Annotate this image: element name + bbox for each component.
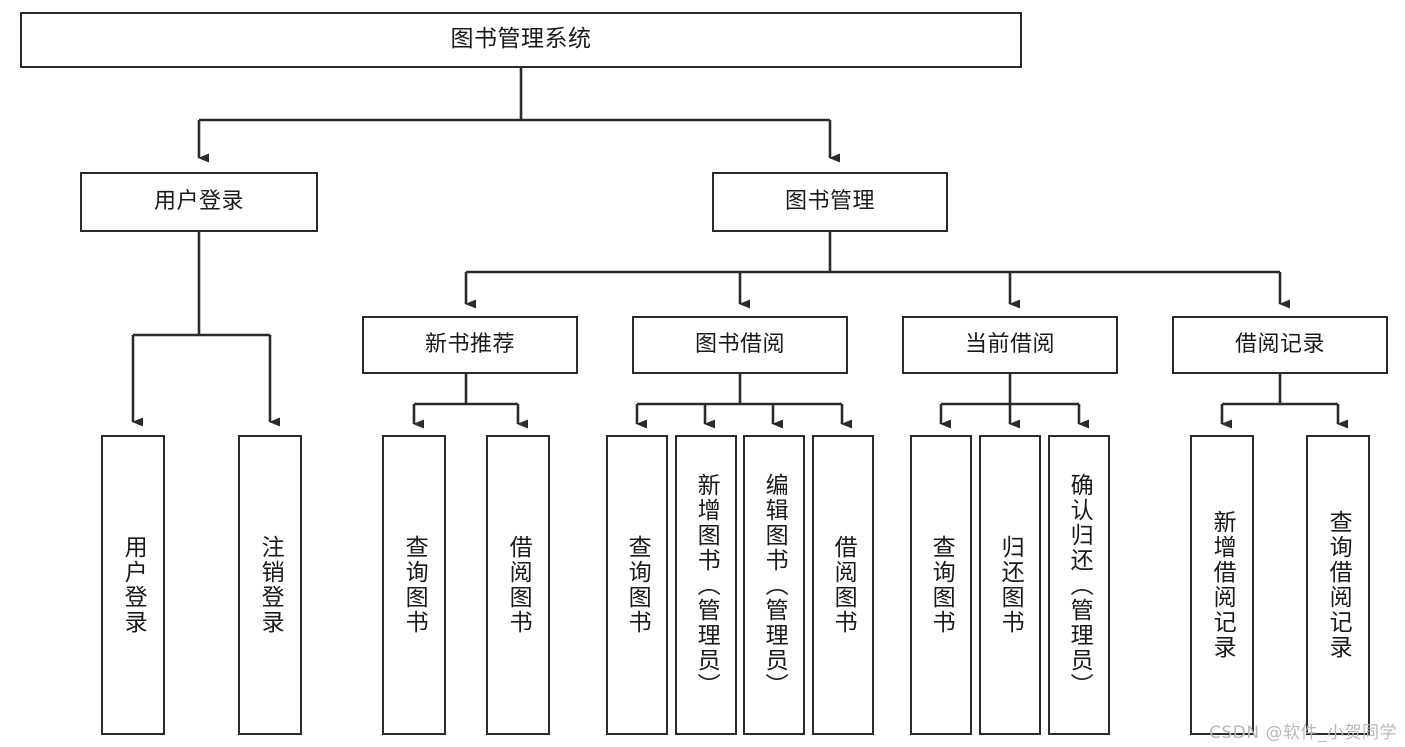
- leaf-current-borrow-2[interactable]: 确认归还（管理员）: [1048, 435, 1110, 735]
- node-label: 注销登录: [257, 535, 284, 635]
- node-book-borrow[interactable]: 图书借阅: [632, 316, 848, 374]
- node-borrow-record[interactable]: 借阅记录: [1172, 316, 1388, 374]
- leaf-user-login-0[interactable]: 用户登录: [101, 435, 165, 735]
- node-label: 查询图书: [624, 535, 651, 635]
- node-label: 查询图书: [401, 535, 428, 635]
- leaf-borrow-record-1[interactable]: 查询借阅记录: [1306, 435, 1370, 735]
- node-book-manage[interactable]: 图书管理: [712, 172, 948, 232]
- node-current-borrow[interactable]: 当前借阅: [902, 316, 1118, 374]
- leaf-new-book-recommend-0[interactable]: 查询图书: [382, 435, 446, 735]
- node-label: 编辑图书（管理员）: [761, 472, 788, 698]
- leaf-new-book-recommend-1[interactable]: 借阅图书: [486, 435, 550, 735]
- leaf-book-borrow-1[interactable]: 新增图书（管理员）: [675, 435, 737, 735]
- node-label: 用户登录: [153, 188, 244, 214]
- node-label: 图书管理: [784, 188, 875, 214]
- leaf-borrow-record-0[interactable]: 新增借阅记录: [1190, 435, 1254, 735]
- node-label: 当前借阅: [964, 331, 1055, 357]
- node-root-system[interactable]: 图书管理系统: [20, 12, 1022, 68]
- node-label: 新增借阅记录: [1209, 510, 1236, 660]
- node-new-book-recommend[interactable]: 新书推荐: [362, 316, 578, 374]
- node-label: 确认归还（管理员）: [1066, 472, 1093, 698]
- node-label: 新书推荐: [424, 331, 515, 357]
- node-label: 借阅记录: [1234, 331, 1325, 357]
- leaf-current-borrow-0[interactable]: 查询图书: [910, 435, 972, 735]
- leaf-current-borrow-1[interactable]: 归还图书: [979, 435, 1041, 735]
- leaf-book-borrow-2[interactable]: 编辑图书（管理员）: [743, 435, 805, 735]
- node-label: 用户登录: [120, 535, 147, 635]
- node-label: 借阅图书: [830, 535, 857, 635]
- watermark-text: CSDN @软件_小贺同学: [1209, 723, 1397, 743]
- node-label: 借阅图书: [505, 535, 532, 635]
- node-label: 图书管理系统: [450, 26, 592, 53]
- node-label: 新增图书（管理员）: [693, 472, 720, 698]
- node-label: 归还图书: [997, 535, 1024, 635]
- node-label: 图书借阅: [694, 331, 785, 357]
- node-label: 查询借阅记录: [1325, 510, 1352, 660]
- node-user-login[interactable]: 用户登录: [80, 172, 318, 232]
- node-label: 查询图书: [928, 535, 955, 635]
- leaf-book-borrow-0[interactable]: 查询图书: [606, 435, 668, 735]
- leaf-book-borrow-3[interactable]: 借阅图书: [812, 435, 874, 735]
- leaf-user-login-1[interactable]: 注销登录: [238, 435, 302, 735]
